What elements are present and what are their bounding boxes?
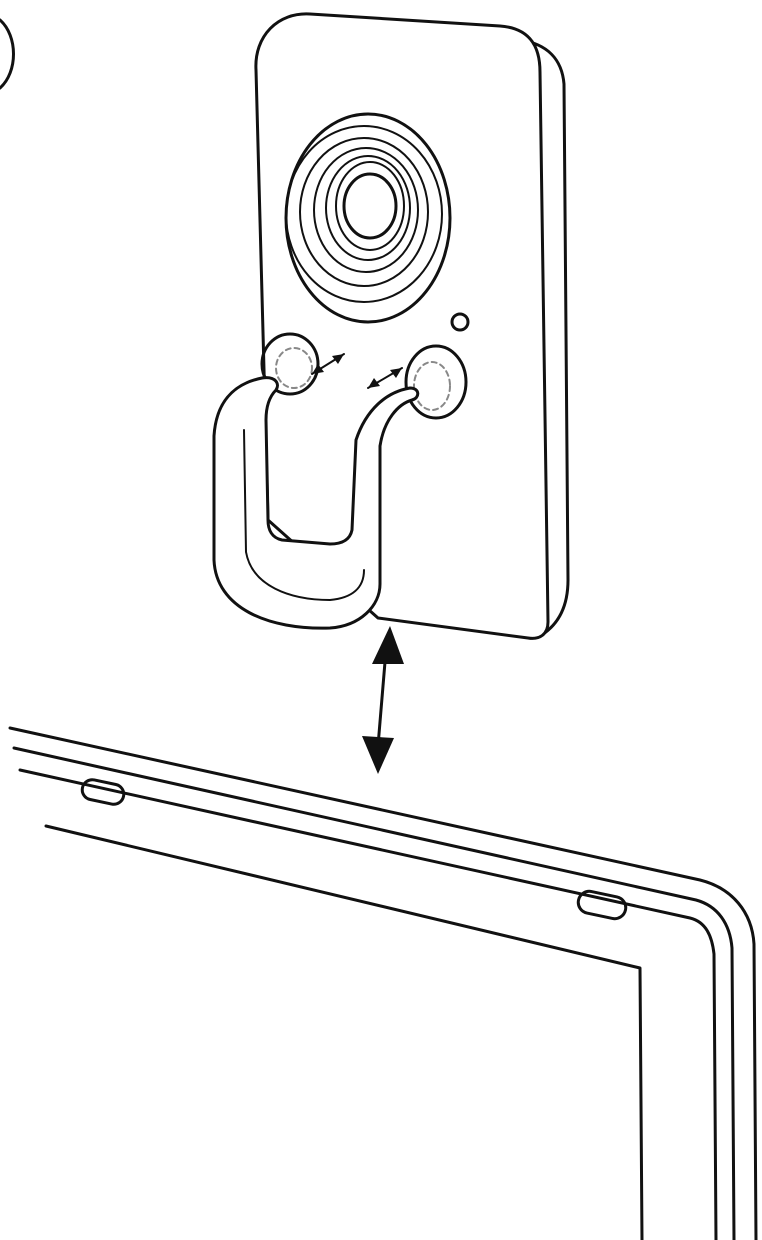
double-arrow-icon: [367, 367, 403, 389]
lens-ring-4: [313, 147, 419, 273]
monitor-bezel-edge: [18, 768, 718, 1240]
monitor-screen-edge: [44, 824, 644, 1240]
clip-inner-edge: [243, 429, 365, 601]
webcam-front: [254, 12, 550, 640]
monitor: [8, 726, 758, 1240]
right-pivot-hidden: [413, 361, 451, 411]
clip-body: [212, 376, 420, 630]
lens-ring-3: [299, 137, 429, 287]
lens-ring-2: [285, 125, 443, 303]
webcam: [212, 12, 570, 640]
monitor-outer-edge: [8, 726, 758, 1240]
bezel-slot-right: [576, 889, 628, 921]
double-arrow-icon: [311, 353, 345, 375]
lens-ring-5: [325, 155, 411, 261]
mounting-clip: [212, 376, 420, 630]
left-pivot-hidden: [275, 347, 313, 389]
right-pivot-socket: [404, 344, 468, 420]
bezel-slot-left: [80, 778, 126, 806]
monitor-outer-edge-inner: [12, 746, 736, 1240]
lens-ring-6: [335, 161, 405, 251]
lens: [284, 112, 452, 324]
lens-center: [342, 172, 398, 240]
corner-fragment: [0, 18, 15, 90]
up-down-arrow-icon: [362, 626, 404, 774]
led-indicator-icon: [450, 312, 470, 332]
